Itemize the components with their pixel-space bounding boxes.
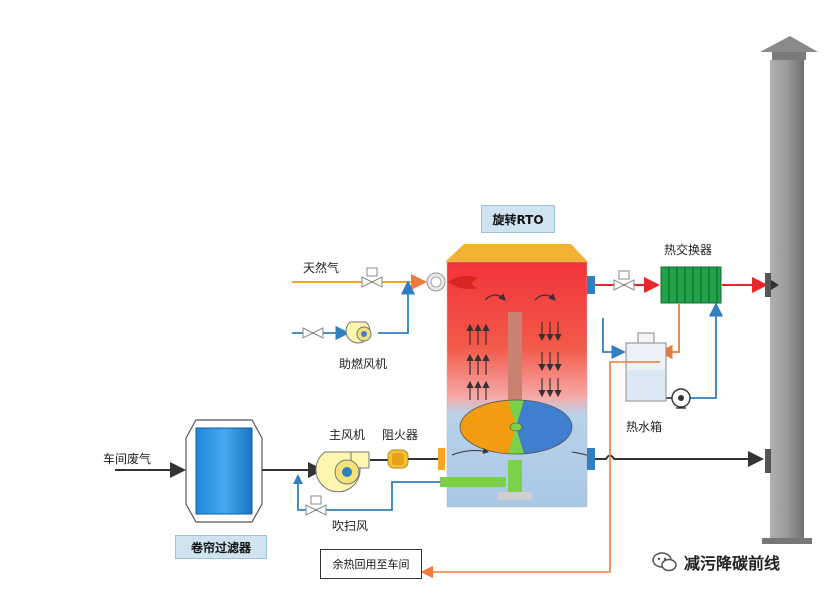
workshop-exhaust-label: 车间废气 <box>103 452 152 466</box>
roll-filter <box>185 419 263 523</box>
roll-filter-label: 卷帘过滤器 <box>175 535 267 559</box>
brand-watermark: 减污降碳前线 <box>652 549 780 575</box>
hot-exhaust-line <box>587 270 768 294</box>
pump-icon <box>666 388 691 409</box>
brand-name: 减污降碳前线 <box>684 554 781 573</box>
heat-exchanger-label: 热交换器 <box>664 243 713 257</box>
flame-arrester-icon <box>387 449 409 469</box>
purge-air-line <box>293 474 506 516</box>
rotary-wheel <box>459 399 573 455</box>
rto-unit <box>445 244 595 508</box>
combustion-fan-icon <box>345 321 372 344</box>
chimney <box>760 36 818 544</box>
chimney-inlet-bottom <box>765 449 771 473</box>
arrester-to-rto-line <box>408 448 445 470</box>
combustion-air-line <box>292 280 416 341</box>
rto-title: 旋转RTO <box>481 205 555 233</box>
main-fan-label: 主风机 <box>329 428 366 442</box>
wechat-icon <box>652 552 678 572</box>
chimney-inlet-top <box>765 273 779 297</box>
hot-water-tank <box>625 332 667 402</box>
main-fan-icon <box>315 451 370 493</box>
natural-gas-label: 天然气 <box>303 261 340 275</box>
burner-icon <box>426 272 478 292</box>
clean-gas-line <box>587 448 764 470</box>
heat-exchanger <box>660 266 722 304</box>
flame-arrester-label: 阻火器 <box>382 428 419 442</box>
combustion-fan-label: 助燃风机 <box>339 357 388 371</box>
hot-water-tank-label: 热水箱 <box>626 420 663 434</box>
waste-heat-return-box: 余热回用至车间 <box>320 549 422 579</box>
waste-heat-line <box>420 361 660 579</box>
purge-air-label: 吹扫风 <box>332 519 369 533</box>
